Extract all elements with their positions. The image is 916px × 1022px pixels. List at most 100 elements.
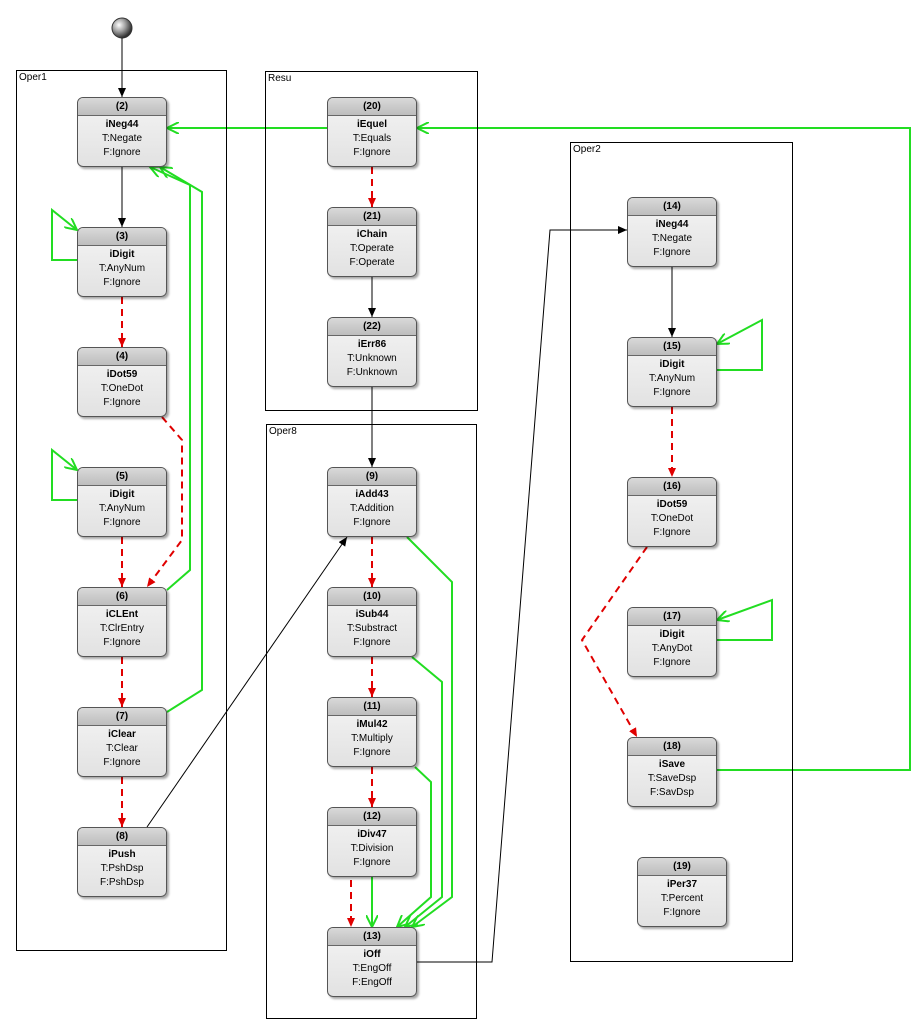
state-name: iNeg44 [105,119,139,130]
state-name: iPer37 [666,879,698,890]
state-false-action: F:SavDsp [650,787,694,798]
state-false-action: F:Unknown [346,367,398,378]
state-id: (14) [628,198,716,216]
group-label: Oper1 [19,72,47,83]
state-false-action: F:PshDsp [100,877,144,888]
state-true-action: T:Unknown [347,353,397,364]
state-false-action: F:Ignore [653,387,691,398]
state-true-action: T:Negate [101,133,143,144]
initial-state [111,17,133,39]
state-id: (18) [628,738,716,756]
state-id: (8) [78,828,166,846]
state-name: iDigit [109,249,135,260]
group-oper1: Oper1 [16,70,227,951]
state-false-action: F:Ignore [353,857,391,868]
state-true-action: T:AnyNum [648,373,696,384]
state-name: iErr86 [357,339,387,350]
state-name: iSave [658,759,686,770]
state-id: (16) [628,478,716,496]
state-true-action: T:Operate [350,243,394,254]
state-false-action: F:Ignore [103,277,141,288]
state-id: (3) [78,228,166,246]
edge-18-20 [417,128,911,771]
state-true-action: T:AnyNum [98,503,146,514]
state-name: iDigit [659,629,685,640]
state-id: (21) [328,208,416,226]
state-name: iEquel [356,119,387,130]
state-name: iMul42 [356,719,388,730]
state-id: (2) [78,98,166,116]
state-name: iDigit [659,359,685,370]
state-false-action: F:Ignore [353,147,391,158]
state-false-action: F:Ignore [103,147,141,158]
group-oper2: Oper2 [570,142,793,962]
state-false-action: F:Ignore [653,527,691,538]
state-name: iChain [356,229,388,240]
state-name: iDot59 [106,369,138,380]
state-id: (17) [628,608,716,626]
state-id: (4) [78,348,166,366]
state-false-action: F:Ignore [103,757,141,768]
state-false-action: F:Operate [349,257,395,268]
state-id: (13) [328,928,416,946]
state-true-action: T:OneDot [100,383,144,394]
state-id: (6) [78,588,166,606]
edge-10-13 [405,656,443,927]
state-name: iOff [363,949,381,960]
group-oper8: Oper8 [266,424,477,1019]
state-id: (7) [78,708,166,726]
group-label: Oper2 [573,144,601,155]
state-true-action: T:Negate [651,233,693,244]
state-false-action: F:Ignore [353,637,391,648]
edge-7-2 [160,167,203,713]
state-name: iPush [108,849,136,860]
state-true-action: T:Division [350,843,394,854]
state-id: (12) [328,808,416,826]
state-false-action: F:Ignore [653,247,691,258]
state-id: (19) [638,858,726,876]
group-label: Oper8 [269,426,297,437]
edge-17-self [717,598,773,641]
edge-13-14 [417,226,627,963]
state-true-action: T:EngOff [352,963,392,974]
state-id: (20) [328,98,416,116]
state-name: iAdd43 [355,489,389,500]
state-true-action: T:Addition [350,503,394,514]
edge-15-self [717,318,763,371]
state-id: (9) [328,468,416,486]
state-false-action: F:Ignore [353,517,391,528]
state-true-action: T:ClrEntry [100,623,144,634]
state-id: (5) [78,468,166,486]
state-name: iClear [108,729,136,740]
state-true-action: T:Equals [352,133,392,144]
state-name: iNeg44 [655,219,689,230]
state-true-action: T:PshDsp [100,863,144,874]
state-name: iSub44 [355,609,389,620]
state-false-action: F:Ignore [103,397,141,408]
state-id: (10) [328,588,416,606]
edge-8-9 [146,536,348,828]
state-true-action: T:AnyDot [651,643,693,654]
